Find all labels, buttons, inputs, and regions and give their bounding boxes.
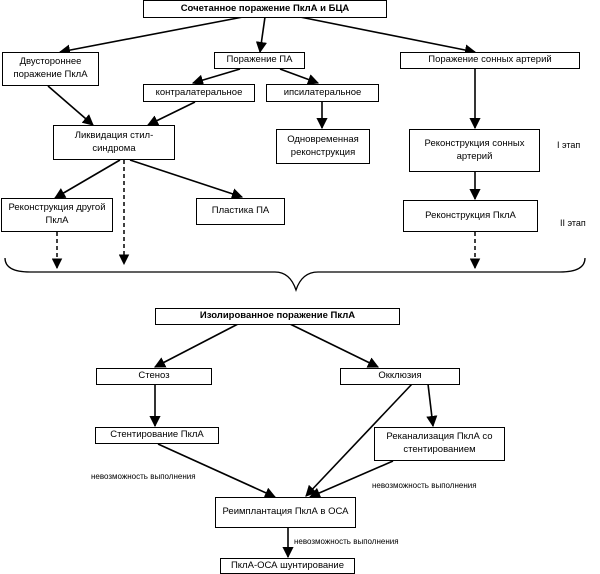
carotid-lesion-box: Поражение сонных артерий xyxy=(400,52,580,69)
arrow-combined-to-pa xyxy=(255,16,267,54)
ipsilateral-box: ипсилатеральное xyxy=(266,84,379,102)
stage-one-label: I этап xyxy=(557,140,581,150)
impossible-label-recanalization: невозможность выполнения xyxy=(372,481,477,490)
pa-plasty-box: Пластика ПА xyxy=(196,198,285,225)
curly-brace xyxy=(4,257,586,293)
bilateral-lesion-box: Двустороннее поражение ПклА xyxy=(2,52,99,86)
arrow-stenting-to-reimplantation xyxy=(157,443,277,498)
arrow-steal-to-pa-plasty xyxy=(129,159,244,200)
impossible-label-stenting: невозможность выполнения xyxy=(91,472,196,481)
occlusion-box: Окклюзия xyxy=(340,368,460,385)
bypass-box: ПклА-ОСА шунтирование xyxy=(220,558,355,574)
reimplantation-box: Реимплантация ПклА в ОСА xyxy=(215,497,356,528)
stenting-box: Стентирование ПклА xyxy=(95,427,219,444)
isolated-lesion-box: Изолированное поражение ПклА xyxy=(155,308,400,325)
arrow-bilateral-to-steal xyxy=(47,85,94,126)
scla-reconstruction-box: Реконструкция ПклА xyxy=(403,200,538,232)
arrow-isolated-to-occlusion xyxy=(289,323,380,368)
simultaneous-reconstruction-box: Одновременная реконструкция xyxy=(276,129,370,164)
arrow-occlusion-to-recanalization xyxy=(426,383,438,428)
arrow-occlusion-to-reimplantation xyxy=(305,383,413,497)
pa-lesion-box: Поражение ПА xyxy=(214,52,305,69)
other-scla-reconstruction-box: Реконструкция другой ПклА xyxy=(1,198,113,232)
arrow-isolated-to-stenosis xyxy=(154,323,239,368)
impossible-label-reimplantation: невозможность выполнения xyxy=(294,537,399,546)
arrow-pa-to-ipsilateral xyxy=(279,68,320,85)
steal-syndrome-box: Ликвидация стил-синдрома xyxy=(53,125,175,160)
arrow-combined-to-bilateral xyxy=(58,16,244,56)
stenosis-box: Стеноз xyxy=(96,368,212,385)
arrow-recanalization-to-reimplantation xyxy=(308,460,394,499)
arrow-steal-to-other-recon xyxy=(54,159,121,199)
arrow-combined-to-carotid xyxy=(299,16,477,56)
contralateral-box: контралатеральное xyxy=(143,84,255,102)
carotid-reconstruction-box: Реконструкция сонных артерий xyxy=(409,129,540,172)
stage-two-label: II этап xyxy=(560,218,586,228)
arrow-contralateral-to-steal xyxy=(146,101,196,126)
combined-lesion-box: Сочетанное поражение ПклА и БЦА xyxy=(143,0,387,18)
arrow-pa-to-contralateral xyxy=(191,68,241,86)
recanalization-box: Реканализация ПклА со стентированием xyxy=(374,427,505,461)
